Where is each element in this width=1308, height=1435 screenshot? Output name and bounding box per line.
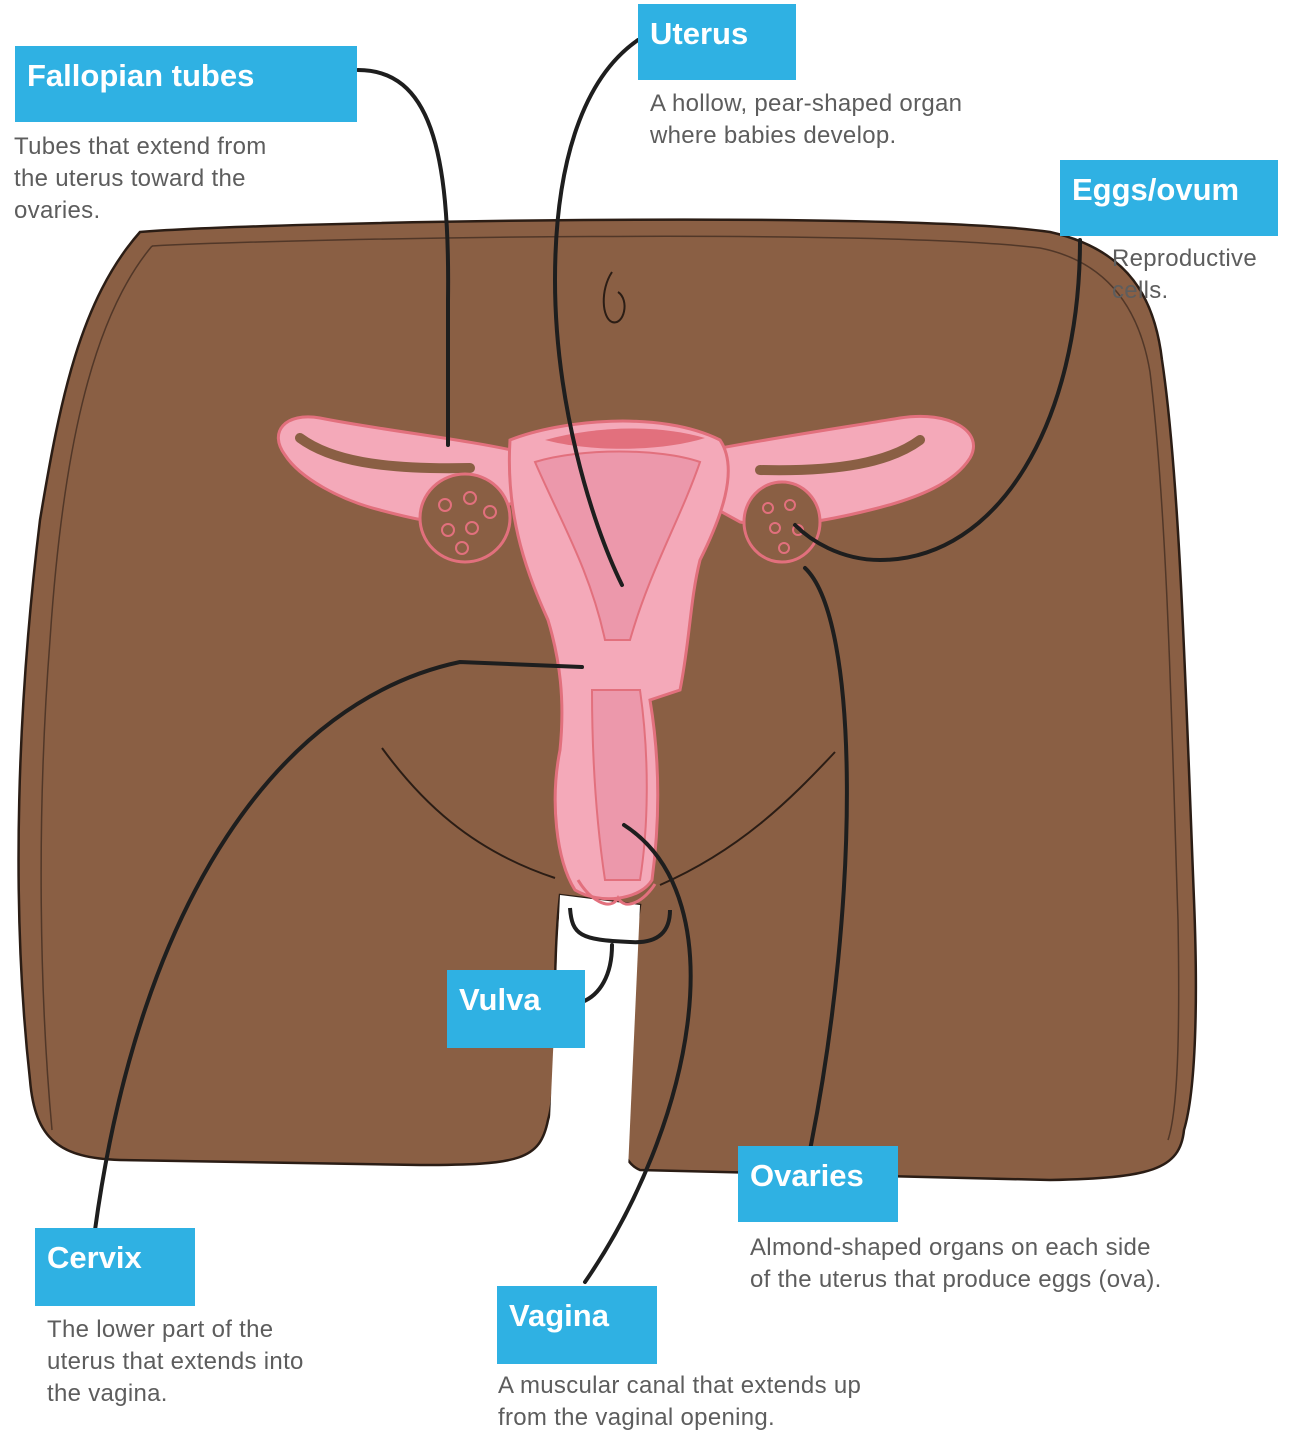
vagina-label: Vagina [497, 1286, 657, 1364]
ovary-right [744, 482, 820, 562]
vagina-desc-line-2: from the vaginal opening. [498, 1402, 1018, 1434]
uterus-label: Uterus [638, 4, 796, 80]
fallopian-desc-line-1: Tubes that extend from [14, 131, 354, 163]
fallopian-description: Tubes that extend from the uterus toward… [14, 131, 354, 227]
cervix-label: Cervix [35, 1228, 195, 1306]
eggs-label: Eggs/ovum [1060, 160, 1278, 236]
cervix-desc-line-3: the vagina. [47, 1378, 407, 1410]
ovaries-desc-line-2: of the uterus that produce eggs (ova). [750, 1264, 1300, 1296]
eggs-desc-line-2: cells. [1112, 275, 1302, 307]
cervix-desc-line-2: uterus that extends into [47, 1346, 407, 1378]
ovaries-label: Ovaries [738, 1146, 898, 1222]
fallopian-label: Fallopian tubes [15, 46, 357, 122]
uterus-description: A hollow, pear-shaped organ where babies… [650, 88, 1070, 152]
uterus-desc-line-2: where babies develop. [650, 120, 1070, 152]
cervix-desc-line-1: The lower part of the [47, 1314, 407, 1346]
fallopian-desc-line-2: the uterus toward the [14, 163, 354, 195]
vaginal-canal [592, 690, 647, 880]
cervix-description: The lower part of the uterus that extend… [47, 1314, 407, 1410]
vagina-description: A muscular canal that extends up from th… [498, 1370, 1018, 1434]
ovaries-description: Almond-shaped organs on each side of the… [750, 1232, 1300, 1296]
uterus-desc-line-1: A hollow, pear-shaped organ [650, 88, 1070, 120]
fallopian-desc-line-3: ovaries. [14, 195, 354, 227]
ovary-left [420, 474, 510, 562]
vulva-label: Vulva [447, 970, 585, 1048]
eggs-desc-line-1: Reproductive [1112, 243, 1302, 275]
eggs-description: Reproductive cells. [1112, 243, 1302, 307]
vagina-desc-line-1: A muscular canal that extends up [498, 1370, 1018, 1402]
ovaries-desc-line-1: Almond-shaped organs on each side [750, 1232, 1300, 1264]
